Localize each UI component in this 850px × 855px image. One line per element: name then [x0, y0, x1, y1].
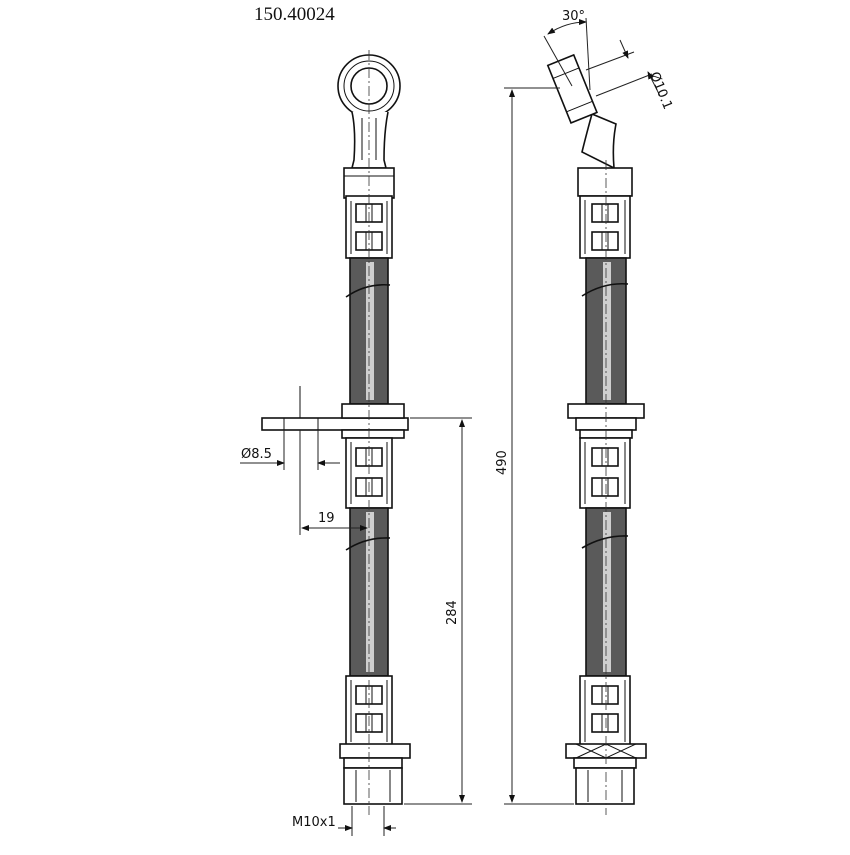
right-middle-ferrule [579, 437, 631, 509]
angled-end-fitting [546, 53, 617, 170]
right-lower-hose [581, 507, 629, 677]
right-view-hose [546, 53, 647, 815]
left-view-hose [261, 50, 411, 815]
left-view-dimensions: Ø8.5 19 284 M10x1 [240, 386, 472, 836]
lower-crimp-ferrule [339, 675, 411, 805]
lower-hose-section [345, 507, 391, 677]
dim-bracket-hole: Ø8.5 [241, 447, 272, 462]
dim-thread: M10x1 [292, 815, 336, 830]
dim-lower-length: 284 [445, 600, 460, 625]
dim-angle: 30° [562, 9, 585, 24]
part-number: 150.40024 [254, 4, 335, 25]
upper-hose-section [345, 257, 391, 405]
dim-bracket-offset: 19 [318, 511, 335, 526]
dim-fitting-diameter: Ø10.1 [646, 70, 675, 112]
right-upper-hose [581, 257, 629, 405]
dim-total-length: 490 [495, 450, 510, 475]
right-upper-ferrule [577, 167, 633, 259]
